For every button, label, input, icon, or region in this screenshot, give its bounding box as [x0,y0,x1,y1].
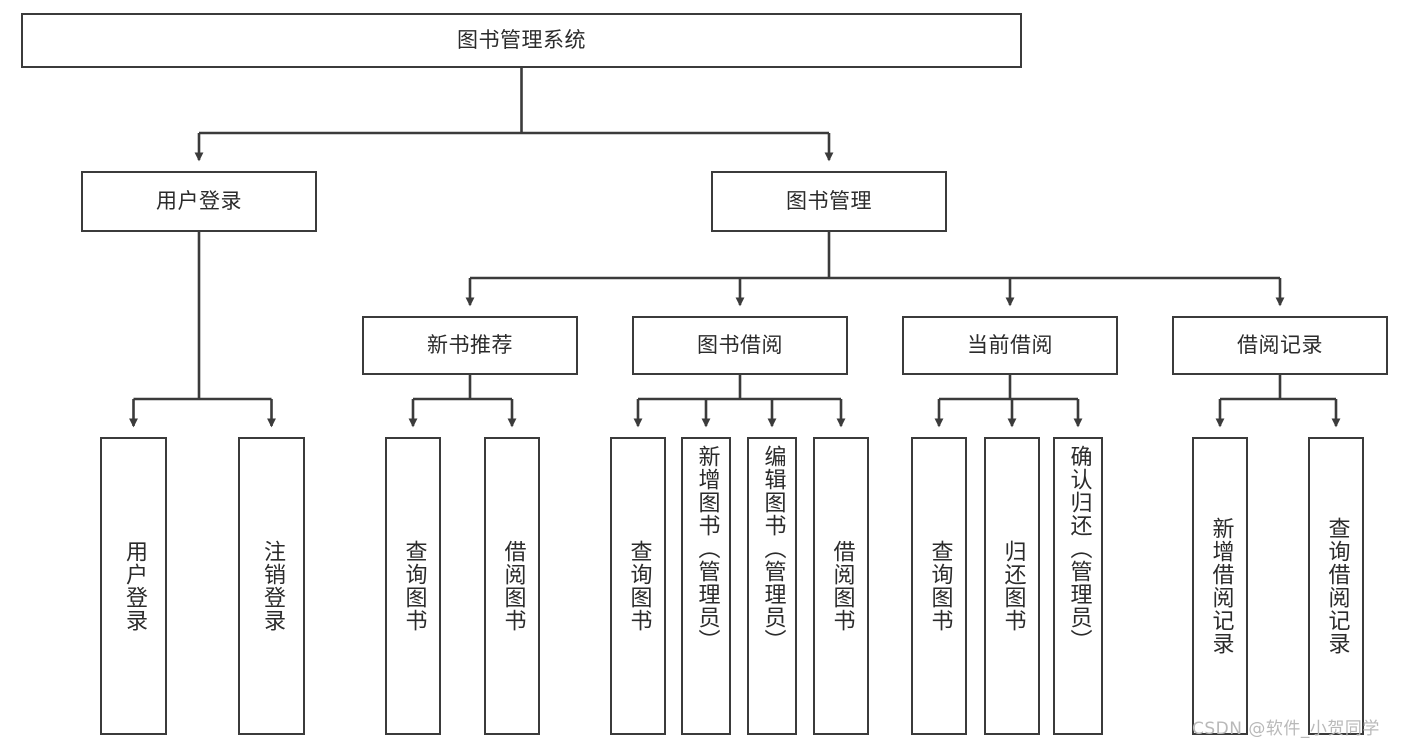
node-label: 新增图书（管理员） [694,445,720,652]
node-leaf-query-book-3[interactable]: 查询图书 [911,437,967,735]
node-leaf-query-book-2[interactable]: 查询图书 [610,437,666,735]
node-label: 查询图书 [626,540,652,632]
node-label: 归还图书 [1000,540,1026,632]
node-leaf-borrow-book-1[interactable]: 借阅图书 [484,437,540,735]
node-label: 注销登录 [259,540,285,632]
node-borrow-record[interactable]: 借阅记录 [1172,316,1388,375]
node-label: 借阅图书 [829,540,855,632]
node-label: 图书管理系统 [457,27,586,52]
node-label: 当前借阅 [967,332,1053,357]
node-leaf-add-record[interactable]: 新增借阅记录 [1192,437,1248,735]
node-book-manage[interactable]: 图书管理 [711,171,947,232]
watermark: CSDN @软件_小贺同学 [1192,719,1380,739]
node-user-login[interactable]: 用户登录 [81,171,317,232]
node-label: 查询图书 [401,540,427,632]
node-label: 查询借阅记录 [1324,517,1350,655]
node-label: 新增借阅记录 [1208,517,1234,655]
node-leaf-query-book-1[interactable]: 查询图书 [385,437,441,735]
node-label: 确认归还（管理员） [1066,445,1092,652]
node-leaf-return-book[interactable]: 归还图书 [984,437,1040,735]
node-leaf-borrow-book-2[interactable]: 借阅图书 [813,437,869,735]
node-leaf-user-login[interactable]: 用户登录 [100,437,167,735]
node-label: 新书推荐 [427,332,513,357]
node-leaf-confirm-ret[interactable]: 确认归还（管理员） [1053,437,1103,735]
node-leaf-query-record[interactable]: 查询借阅记录 [1308,437,1364,735]
node-label: 用户登录 [121,540,147,632]
node-label: 图书管理 [786,188,872,213]
node-new-book-rec[interactable]: 新书推荐 [362,316,578,375]
node-label: 借阅记录 [1237,332,1323,357]
node-book-borrow[interactable]: 图书借阅 [632,316,848,375]
node-label: 编辑图书（管理员） [760,445,786,652]
node-label: 用户登录 [156,188,242,213]
node-current-borrow[interactable]: 当前借阅 [902,316,1118,375]
node-label: 查询图书 [927,540,953,632]
node-leaf-add-book[interactable]: 新增图书（管理员） [681,437,731,735]
node-leaf-edit-book[interactable]: 编辑图书（管理员） [747,437,797,735]
node-root[interactable]: 图书管理系统 [21,13,1022,68]
node-leaf-logout[interactable]: 注销登录 [238,437,305,735]
node-label: 图书借阅 [697,332,783,357]
node-label: 借阅图书 [500,540,526,632]
